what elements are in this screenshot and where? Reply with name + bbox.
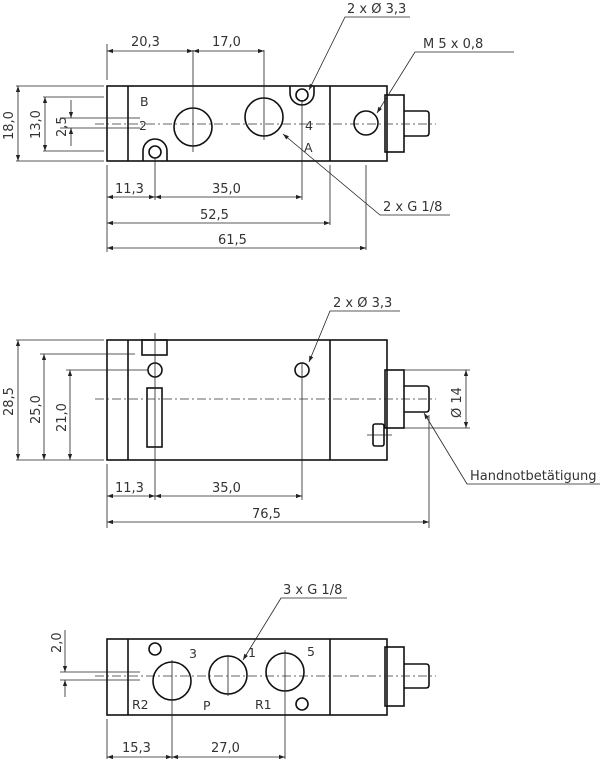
top-notch — [141, 339, 168, 356]
dim-dia-14: Ø 14 — [450, 387, 465, 418]
callout-mount-holes: 2 x Ø 3,3 — [347, 2, 406, 17]
port-label-a: A — [304, 140, 313, 155]
dim-18-0: 18,0 — [2, 111, 17, 140]
dim-11-3: 11,3 — [115, 182, 144, 197]
valve-body-side — [106, 339, 388, 461]
port-label-5: 5 — [307, 644, 315, 659]
manual-override-pin — [404, 385, 430, 413]
dim-2-0: 2,0 — [50, 632, 65, 653]
callout-thread: M 5 x 0,8 — [423, 37, 483, 52]
dim-27-0: 27,0 — [211, 741, 240, 756]
side-view: Ø 14 28,5 25,0 21,0 11,3 35,0 76,5 2 x Ø… — [2, 296, 600, 528]
callout-ports-top: 2 x G 1/8 — [383, 200, 442, 215]
port-label-3: 3 — [189, 646, 197, 661]
actuator-collar-side — [384, 369, 405, 429]
dim-52-5: 52,5 — [200, 208, 229, 223]
slot — [146, 387, 163, 448]
valve-body-top — [106, 85, 388, 162]
callout-manual-override: Handnotbetätigung — [470, 469, 597, 484]
dim-21-0: 21,0 — [55, 403, 70, 432]
dim-76-5: 76,5 — [252, 507, 281, 522]
actuator-pin — [404, 110, 430, 137]
actuator-collar-bottom — [384, 646, 405, 707]
dim-20-3: 20,3 — [131, 35, 160, 50]
mount-hole-notch — [142, 138, 168, 161]
port-label-2: 2 — [139, 118, 147, 133]
thread-hole — [353, 110, 379, 136]
bottom-view: 3 1 5 R2 P R1 2,0 15,3 27,0 3 x G 1/8 — [50, 583, 436, 759]
bottom-hole-right — [295, 697, 309, 711]
port-label-r2: R2 — [132, 697, 149, 712]
dim-side-35-0: 35,0 — [212, 481, 241, 496]
port-label-p: P — [203, 698, 211, 713]
port-label-4: 4 — [305, 118, 313, 133]
top-view: B 2 4 A 20,3 17,0 18,0 13,0 2,5 11,3 — [2, 2, 514, 252]
dim-35-0: 35,0 — [212, 182, 241, 197]
dim-2-5: 2,5 — [55, 116, 70, 137]
mount-hole — [295, 88, 309, 102]
actuator-pin-bottom — [404, 663, 430, 689]
dim-25-0: 25,0 — [29, 395, 44, 424]
dim-17-0: 17,0 — [212, 35, 241, 50]
port-label-1: 1 — [248, 645, 256, 660]
valve-body-bottom — [106, 638, 388, 716]
callout-ports-bottom: 3 x G 1/8 — [283, 583, 342, 598]
dim-15-3: 15,3 — [122, 741, 151, 756]
dim-13-0: 13,0 — [29, 110, 44, 139]
port-label-r1: R1 — [255, 697, 272, 712]
bottom-hole-left — [148, 642, 162, 656]
port-label-b: B — [140, 94, 149, 109]
actuator-collar — [384, 94, 405, 153]
dim-side-11-3: 11,3 — [115, 481, 144, 496]
dim-61-5: 61,5 — [218, 233, 247, 248]
callout-side-holes: 2 x Ø 3,3 — [333, 296, 392, 311]
dim-28-5: 28,5 — [2, 387, 17, 416]
